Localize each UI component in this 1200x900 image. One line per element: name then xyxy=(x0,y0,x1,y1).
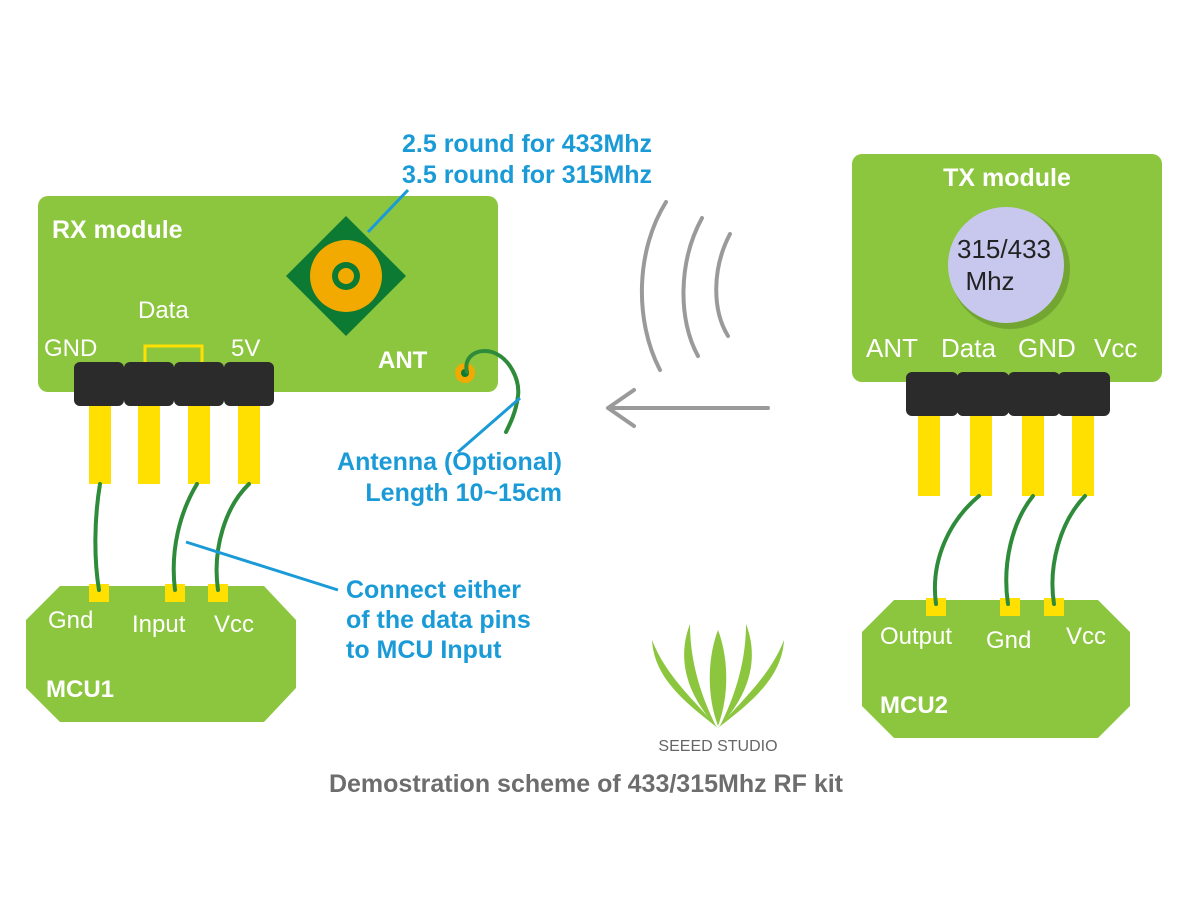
tx-header-2 xyxy=(957,372,1009,416)
tx-label-ant: ANT xyxy=(866,333,918,363)
mcu1-label-vcc: Vcc xyxy=(214,611,254,638)
radio-wave-1 xyxy=(640,200,668,372)
rx-mcu1-wires xyxy=(93,482,251,592)
annotation-antenna-leader xyxy=(457,396,521,454)
rx-label-gnd: GND xyxy=(44,335,97,362)
annotation-connect-line1: Connect either xyxy=(346,576,521,604)
tx-header-1 xyxy=(906,372,958,416)
annotation-round-line2: 3.5 round for 315Mhz xyxy=(402,161,652,189)
tx-pin-4 xyxy=(1072,408,1094,496)
seeed-logo-icon xyxy=(652,624,784,728)
mcu1-pad-input xyxy=(165,584,185,602)
rx-board xyxy=(38,196,498,392)
mcu2-title: MCU2 xyxy=(880,692,948,719)
rx-module-title: RX module xyxy=(52,216,183,244)
mcu2-pad-gnd xyxy=(1000,598,1020,616)
tx-label-vcc: Vcc xyxy=(1094,333,1137,363)
rx-pin-4 xyxy=(238,398,260,484)
wire-rx-5v xyxy=(214,482,251,592)
rx-label-5v: 5V xyxy=(231,335,260,362)
tx-header-3 xyxy=(1008,372,1060,416)
rx-data-bracket xyxy=(143,344,204,362)
rx-antenna-pad xyxy=(286,216,406,336)
rx-label-ant: ANT xyxy=(378,347,428,374)
mcu2: Output Gnd Vcc MCU2 xyxy=(862,598,1130,738)
wire-rx-gnd xyxy=(93,482,102,592)
rx-header-2 xyxy=(124,362,174,406)
mcu2-pad-vcc xyxy=(1044,598,1064,616)
rx-label-data: Data xyxy=(138,297,189,324)
tx-pin-2 xyxy=(970,408,992,496)
tx-module: TX module 315/433 Mhz ANT Data GND Vcc xyxy=(852,154,1162,496)
mcu1-label-gnd: Gnd xyxy=(48,607,93,634)
signal-arrow xyxy=(606,388,770,428)
signal-arrow-head xyxy=(606,388,636,428)
radio-wave-2 xyxy=(681,216,704,358)
tx-pin-3 xyxy=(1022,408,1044,496)
mcu2-label-gnd: Gnd xyxy=(986,627,1031,654)
mcu1-label-input: Input xyxy=(132,611,186,638)
tx-mcu2-wires xyxy=(933,494,1087,606)
mcu2-board xyxy=(862,600,1130,738)
tx-pin-header xyxy=(906,372,1110,496)
mcu1: Gnd Input Vcc MCU1 xyxy=(26,584,296,722)
tx-crystal: 315/433 Mhz xyxy=(948,207,1070,329)
mcu2-pad-output xyxy=(926,598,946,616)
annotation-round-leader xyxy=(366,188,410,234)
annotation-connect-line2: of the data pins xyxy=(346,606,531,634)
mcu1-pad-vcc xyxy=(208,584,228,602)
radio-wave-3 xyxy=(714,232,732,338)
rx-header-4 xyxy=(224,362,274,406)
seeed-logo: SEEED STUDIO xyxy=(652,624,784,755)
tx-header-4 xyxy=(1058,372,1110,416)
wire-tx-data xyxy=(933,494,981,606)
tx-crystal-line2: Mhz xyxy=(965,266,1014,296)
mcu2-label-vcc: Vcc xyxy=(1066,623,1106,650)
wire-tx-gnd xyxy=(1004,494,1035,606)
annotation-connect-leader xyxy=(185,540,339,592)
rx-header-1 xyxy=(74,362,124,406)
annotation-connect: Connect either of the data pins to MCU I… xyxy=(185,540,531,664)
mcu1-pad-gnd xyxy=(89,584,109,602)
annotation-antenna-line2: Length 10~15cm xyxy=(365,479,562,507)
tx-crystal-line1: 315/433 xyxy=(957,234,1051,264)
mcu1-board xyxy=(26,586,296,722)
annotation-round-line1: 2.5 round for 433Mhz xyxy=(402,130,652,158)
tx-label-gnd: GND xyxy=(1018,333,1076,363)
annotation-round: 2.5 round for 433Mhz 3.5 round for 315Mh… xyxy=(366,130,652,234)
rx-header-3 xyxy=(174,362,224,406)
mcu1-title: MCU1 xyxy=(46,676,114,703)
tx-pin-1 xyxy=(918,408,940,496)
diagram-caption: Demostration scheme of 433/315Mhz RF kit xyxy=(329,770,844,798)
tx-label-data: Data xyxy=(941,333,996,363)
tx-module-title: TX module xyxy=(943,164,1071,192)
rx-pin-2 xyxy=(138,398,160,484)
annotation-connect-line3: to MCU Input xyxy=(346,636,502,664)
rx-pin-header xyxy=(74,362,274,484)
rx-antenna-wire xyxy=(464,349,521,434)
radio-waves xyxy=(640,200,732,372)
wire-rx-data xyxy=(171,482,199,592)
rx-pin-3 xyxy=(188,398,210,484)
annotation-antenna: Antenna (Optional) Length 10~15cm xyxy=(337,396,562,507)
mcu2-label-output: Output xyxy=(880,623,952,650)
rx-module: RX module GND Data 5V ANT xyxy=(38,196,498,484)
seeed-logo-text: SEEED STUDIO xyxy=(658,738,777,755)
wire-tx-vcc xyxy=(1050,494,1087,606)
annotation-antenna-line1: Antenna (Optional) xyxy=(337,448,562,476)
rx-pin-1 xyxy=(89,398,111,484)
